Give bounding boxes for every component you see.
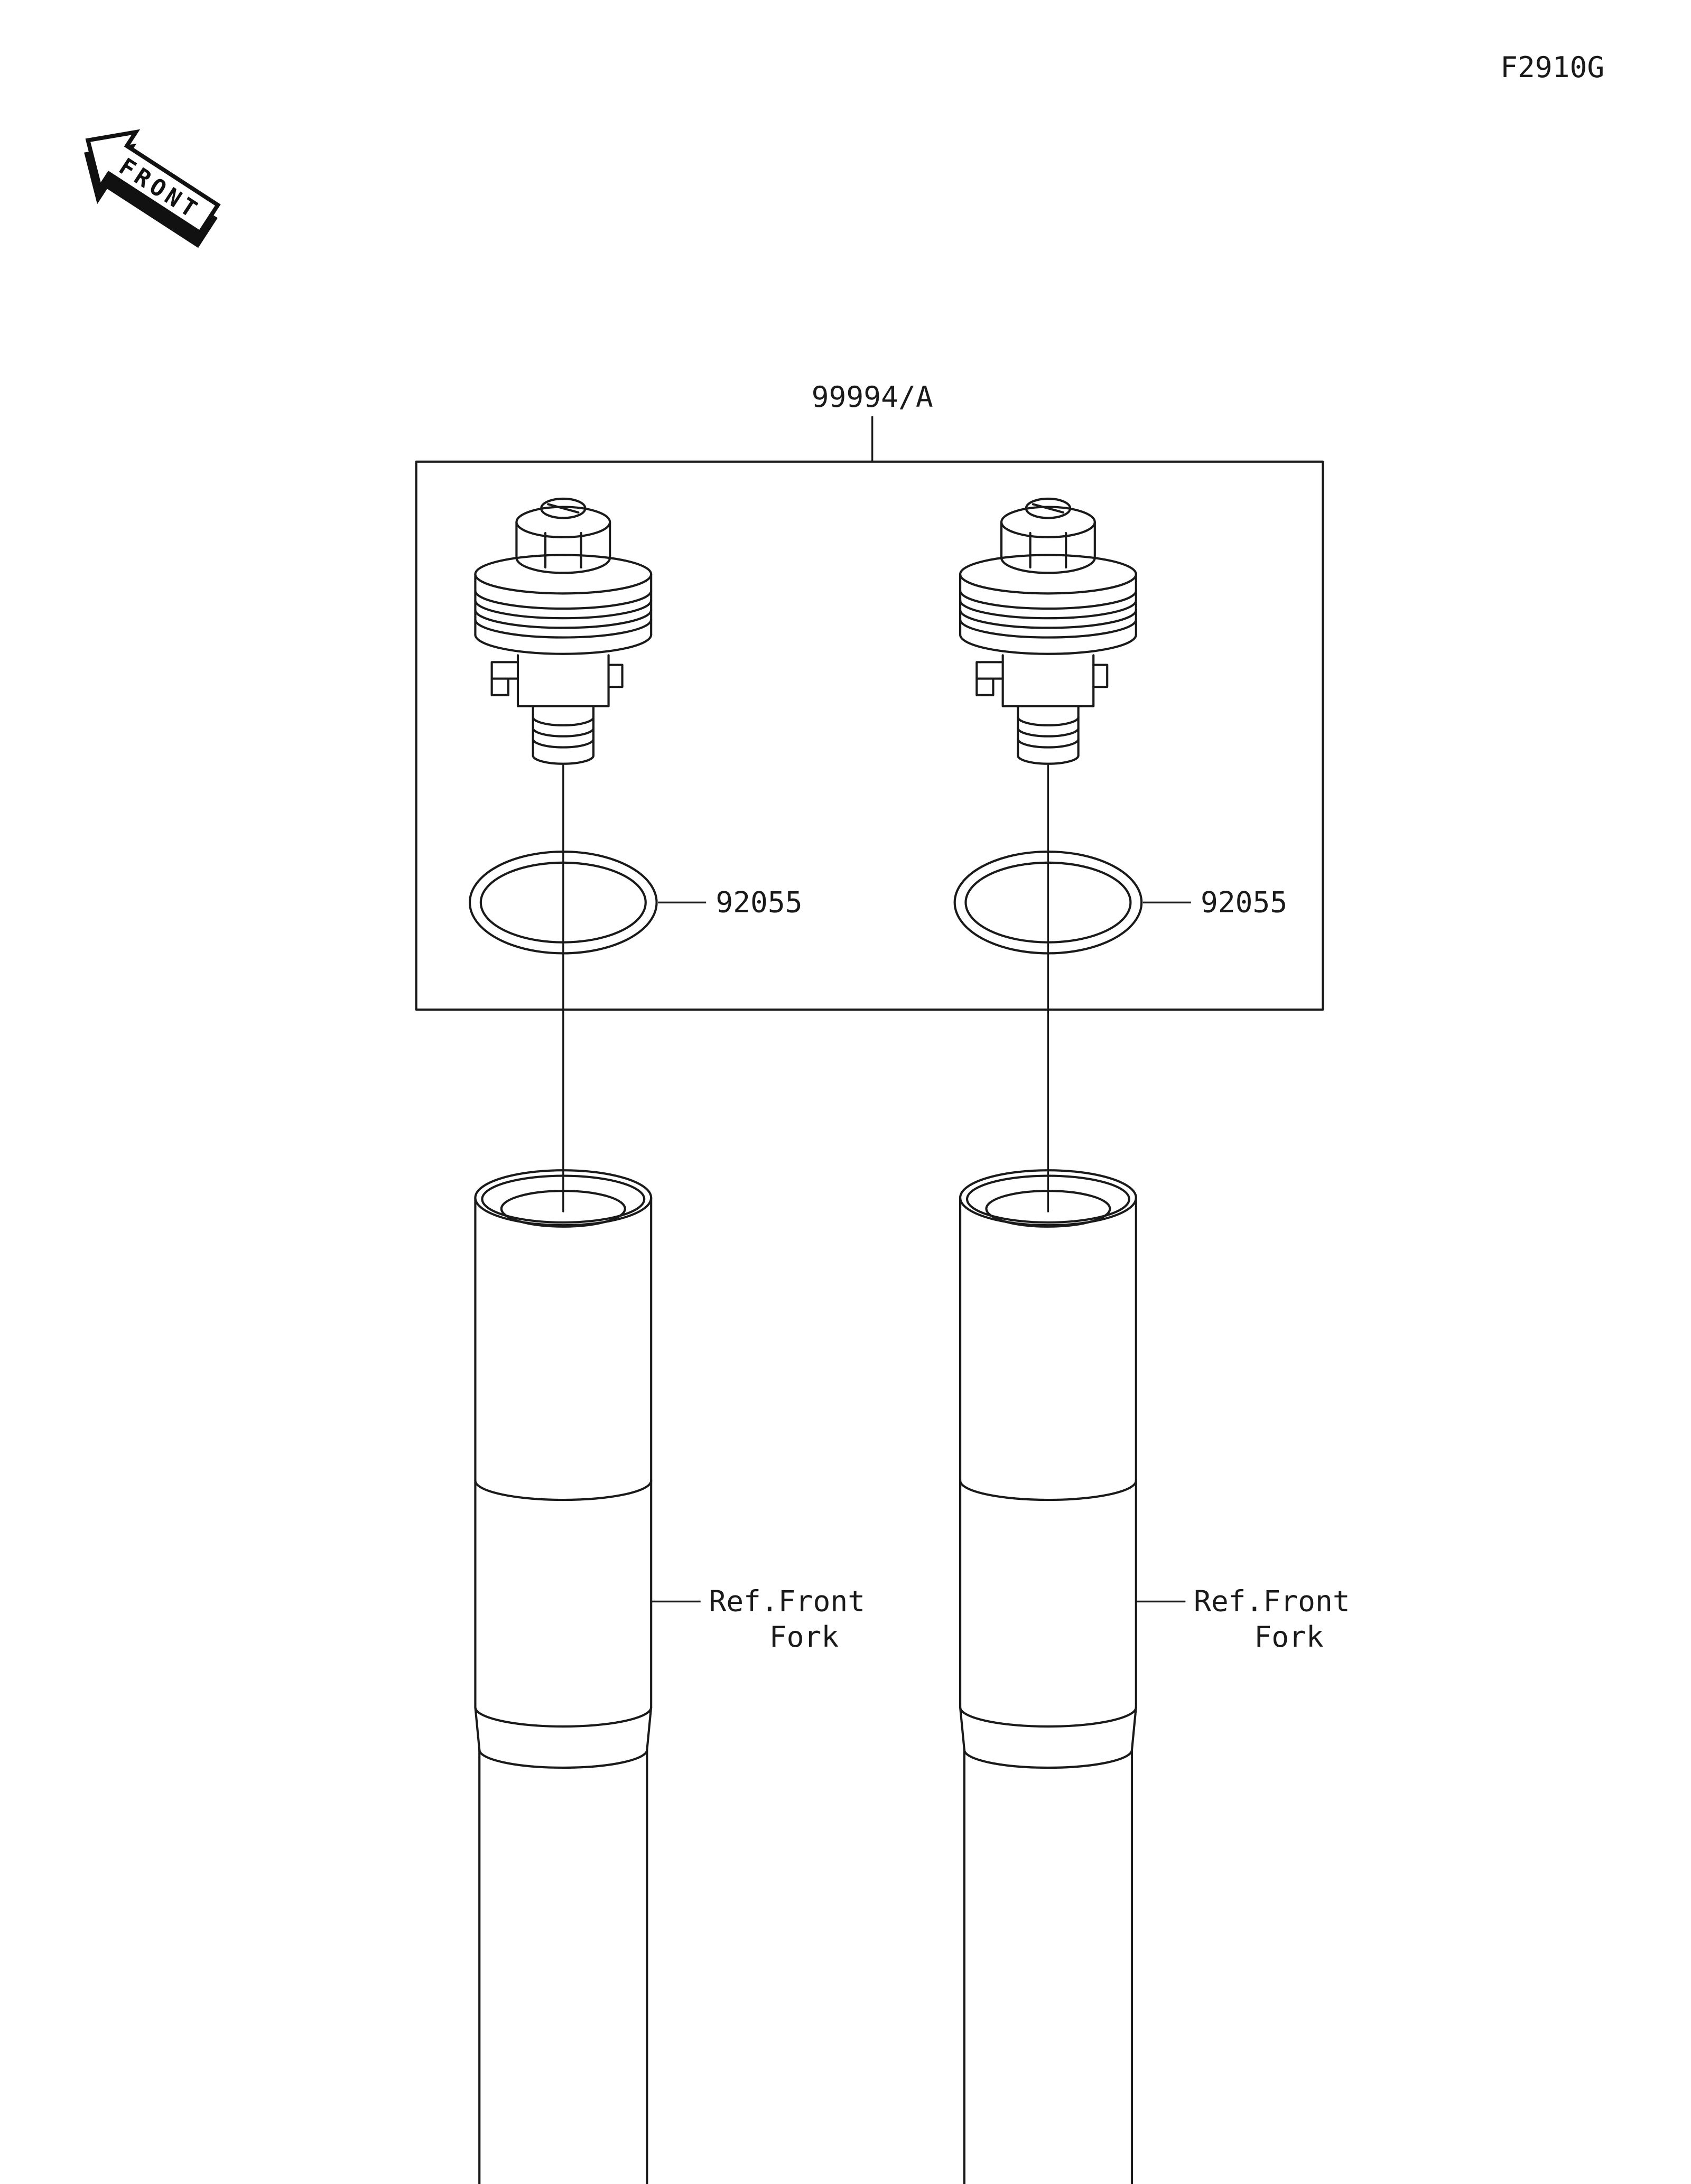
kit-part-number: 99994/A [812, 380, 933, 414]
kit-boundary-box [415, 460, 1324, 1011]
fork-tube-right [960, 1170, 1136, 2183]
front-arrow-icon: FRONT [84, 129, 221, 248]
page-code: F2910G [1500, 50, 1604, 84]
ref-right-line2: Fork [1254, 1620, 1324, 1654]
oring-right-part-number: 92055 [1201, 885, 1287, 919]
ref-left-line2: Fork [769, 1620, 839, 1654]
oring-left-part-number: 92055 [716, 885, 802, 919]
fork-cap-assembly-left [475, 499, 651, 1211]
ref-right-line1: Ref.Front [1194, 1584, 1350, 1618]
fork-tube-left [475, 1170, 651, 2183]
ref-left-line1: Ref.Front [709, 1584, 865, 1618]
fork-cap-assembly-right [960, 499, 1136, 1211]
